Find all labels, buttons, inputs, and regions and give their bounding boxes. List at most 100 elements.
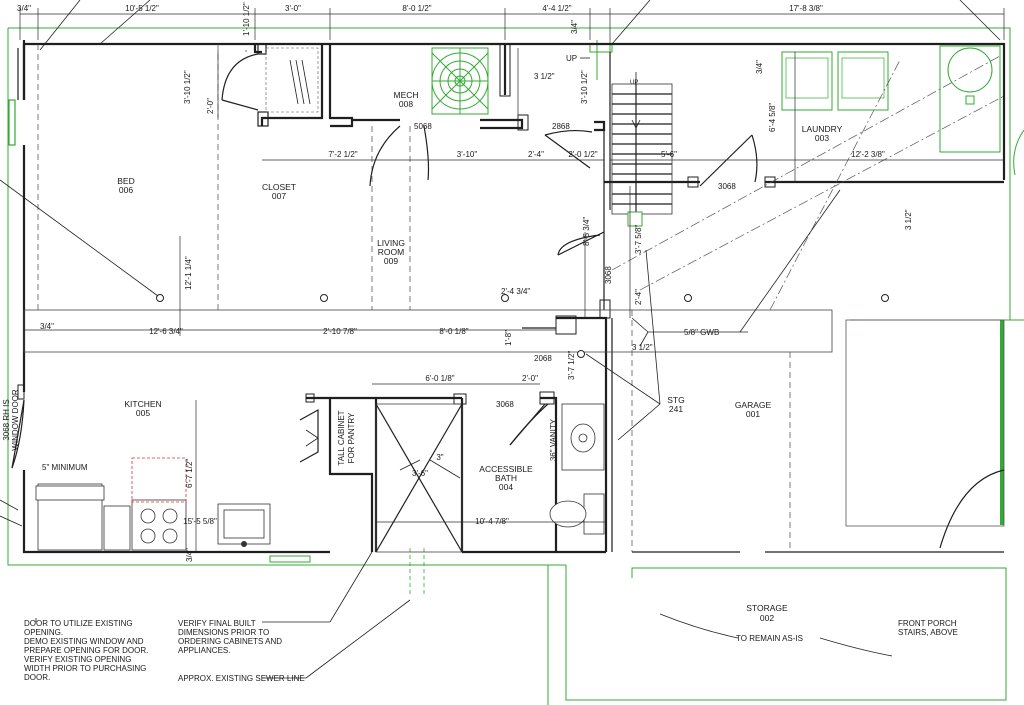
ceiling-fixtures — [156, 294, 889, 358]
interior-dimensions — [24, 48, 1004, 552]
window-door-label-2: WINDOW DOOR — [11, 389, 20, 451]
note-door-line: WIDTH PRIOR TO PURCHASING — [24, 664, 146, 673]
porch-label-1: FRONT PORCH — [898, 619, 957, 628]
dim-label: 2'-10 7/8" — [323, 327, 357, 336]
remain-label: TO REMAIN AS-IS — [736, 634, 803, 643]
general-notes: DOOR TO UTILIZE EXISTING OPENING. DEMO E… — [24, 619, 305, 683]
note-sewer: APPROX. EXISTING SEWER LINE — [178, 674, 305, 683]
dim-label: 3'-10 1/2" — [580, 70, 589, 104]
note-door-line: DEMO EXISTING WINDOW AND — [24, 637, 144, 646]
room-kitchen-name: KITCHEN — [124, 399, 161, 409]
dim-label: 1'-8" — [504, 330, 513, 346]
room-living-number: 009 — [384, 256, 398, 266]
dim-label: 3 1/2" — [904, 209, 913, 230]
dim-label: 6'-0 1/8" — [425, 374, 454, 383]
door-tag: 2868 — [552, 122, 570, 131]
vanity-label: 36" VANITY — [549, 418, 558, 461]
dim-label: 8'-5 3/4" — [582, 217, 591, 246]
room-bath-name: ACCESSIBLE — [479, 464, 533, 474]
door-tags: 5068 2868 3068 3068 2068 3068 — [414, 122, 736, 409]
dim-label: 3'-7 1/2" — [567, 351, 576, 380]
door-tag: 3068 — [604, 266, 613, 284]
gwb-label: 5/8" GWB — [684, 328, 719, 337]
room-storage-number: 002 — [760, 613, 774, 623]
dim-label: 3'-6" — [412, 469, 428, 478]
room-bath-name2: BATH — [495, 473, 517, 483]
dim-label: 10'-5 1/2" — [125, 4, 159, 13]
room-kitchen-number: 005 — [136, 408, 150, 418]
note-verify-line: DIMENSIONS PRIOR TO — [178, 628, 269, 637]
room-stg-number: 241 — [669, 404, 683, 414]
note-door-line: OPENING. — [24, 628, 63, 637]
note-door-line: VERIFY EXISTING OPENING — [24, 655, 131, 664]
door-tag: 2068 — [534, 354, 552, 363]
note-door-line: PREPARE OPENING FOR DOOR. — [24, 646, 148, 655]
room-storage-name: STORAGE — [746, 603, 788, 613]
room-mech-name: MECH — [393, 90, 418, 100]
room-bed-number: 006 — [119, 185, 133, 195]
window-door-label-1: 3068 RH IS — [2, 399, 11, 440]
door-tag: 3068 — [496, 400, 514, 409]
dim-label: 15'-5 5/8" — [183, 517, 217, 526]
dim-label: 3/4" — [40, 322, 54, 331]
stair — [611, 72, 673, 227]
porch-label-2: STAIRS, ABOVE — [898, 628, 958, 637]
dim-label: 7'-2 1/2" — [328, 150, 357, 159]
room-laundry-name: LAUNDRY — [802, 124, 843, 134]
dim-label: 12'-2 3/8" — [851, 150, 885, 159]
room-living-name: LIVING — [377, 238, 405, 248]
room-mech-number: 008 — [399, 99, 413, 109]
fixtures — [35, 403, 605, 553]
room-closet-number: 007 — [272, 191, 286, 201]
dim-label: 3/4" — [570, 20, 579, 34]
closet-shelving — [265, 47, 319, 113]
note-verify-line: APPLIANCES. — [178, 646, 230, 655]
room-laundry-number: 003 — [815, 133, 829, 143]
annotation-labels: UP UP 5/8" GWB 5" MINIMUM TALL CABINET F… — [2, 54, 958, 643]
room-garage-name: GARAGE — [735, 400, 772, 410]
dim-label: 3/4" — [185, 548, 194, 562]
dim-label: 3/4" — [755, 60, 764, 74]
note-verify-line: VERIFY FINAL BUILT — [178, 619, 256, 628]
dim-label: 3'-7 5/8" — [634, 225, 643, 254]
room-bed-name: BED — [117, 176, 134, 186]
dim-label: 1'-10 1/2" — [242, 2, 251, 36]
dim-label: 2'-0" — [206, 98, 215, 114]
dim-label: 3'-0" — [285, 4, 301, 13]
tall-cabinet-label-2: FOR PANTRY — [347, 412, 356, 463]
dim-label: 6'-7 1/2" — [185, 459, 194, 488]
tall-cabinet-label-1: TALL CABINET — [337, 410, 346, 465]
dim-label: 3'-10 1/2" — [183, 70, 192, 104]
dim-label: 2'-0 1/2" — [568, 150, 597, 159]
room-living-name2: ROOM — [378, 247, 404, 257]
dim-label: 10'-4 7/8" — [475, 517, 509, 526]
door-tag: 5068 — [414, 122, 432, 131]
dim-label: 3 1/2" — [632, 343, 653, 352]
note-leaders — [0, 57, 893, 679]
note-verify-line: ORDERING CABINETS AND — [178, 637, 282, 646]
min-clearance-label: 5" MINIMUM — [42, 463, 88, 472]
room-garage-number: 001 — [746, 409, 760, 419]
dim-label: 3" — [436, 453, 443, 462]
dim-label: 5'-6" — [661, 150, 677, 159]
note-door-line: DOOR. — [24, 673, 50, 682]
dim-label: 3'-10" — [457, 150, 478, 159]
top-dimension-chain — [19, 0, 1005, 51]
door-tag: 3068 — [718, 182, 736, 191]
dim-label: 8'-0 1/2" — [402, 4, 431, 13]
dim-label: 8'-0 1/8" — [439, 327, 468, 336]
note-door-line: DOOR TO UTILIZE EXISTING — [24, 619, 133, 628]
dim-label: 12'-6 3/4" — [149, 327, 183, 336]
stair-up-small-label: UP — [630, 80, 638, 86]
room-labels: BED 006 CLOSET 007 MECH 008 LIVING ROOM … — [117, 90, 842, 623]
doors — [11, 48, 1005, 549]
room-closet-name: CLOSET — [262, 182, 296, 192]
site-outline — [7, 27, 1024, 705]
dim-label: 3 1/2" — [534, 72, 555, 81]
dim-label: 2'-4" — [528, 150, 544, 159]
dim-label: 17'-8 3/8" — [789, 4, 823, 13]
dim-label: 2'-0" — [522, 374, 538, 383]
stair-up-label: UP — [566, 54, 577, 63]
dim-label: 12'-1 1/4" — [184, 256, 193, 290]
